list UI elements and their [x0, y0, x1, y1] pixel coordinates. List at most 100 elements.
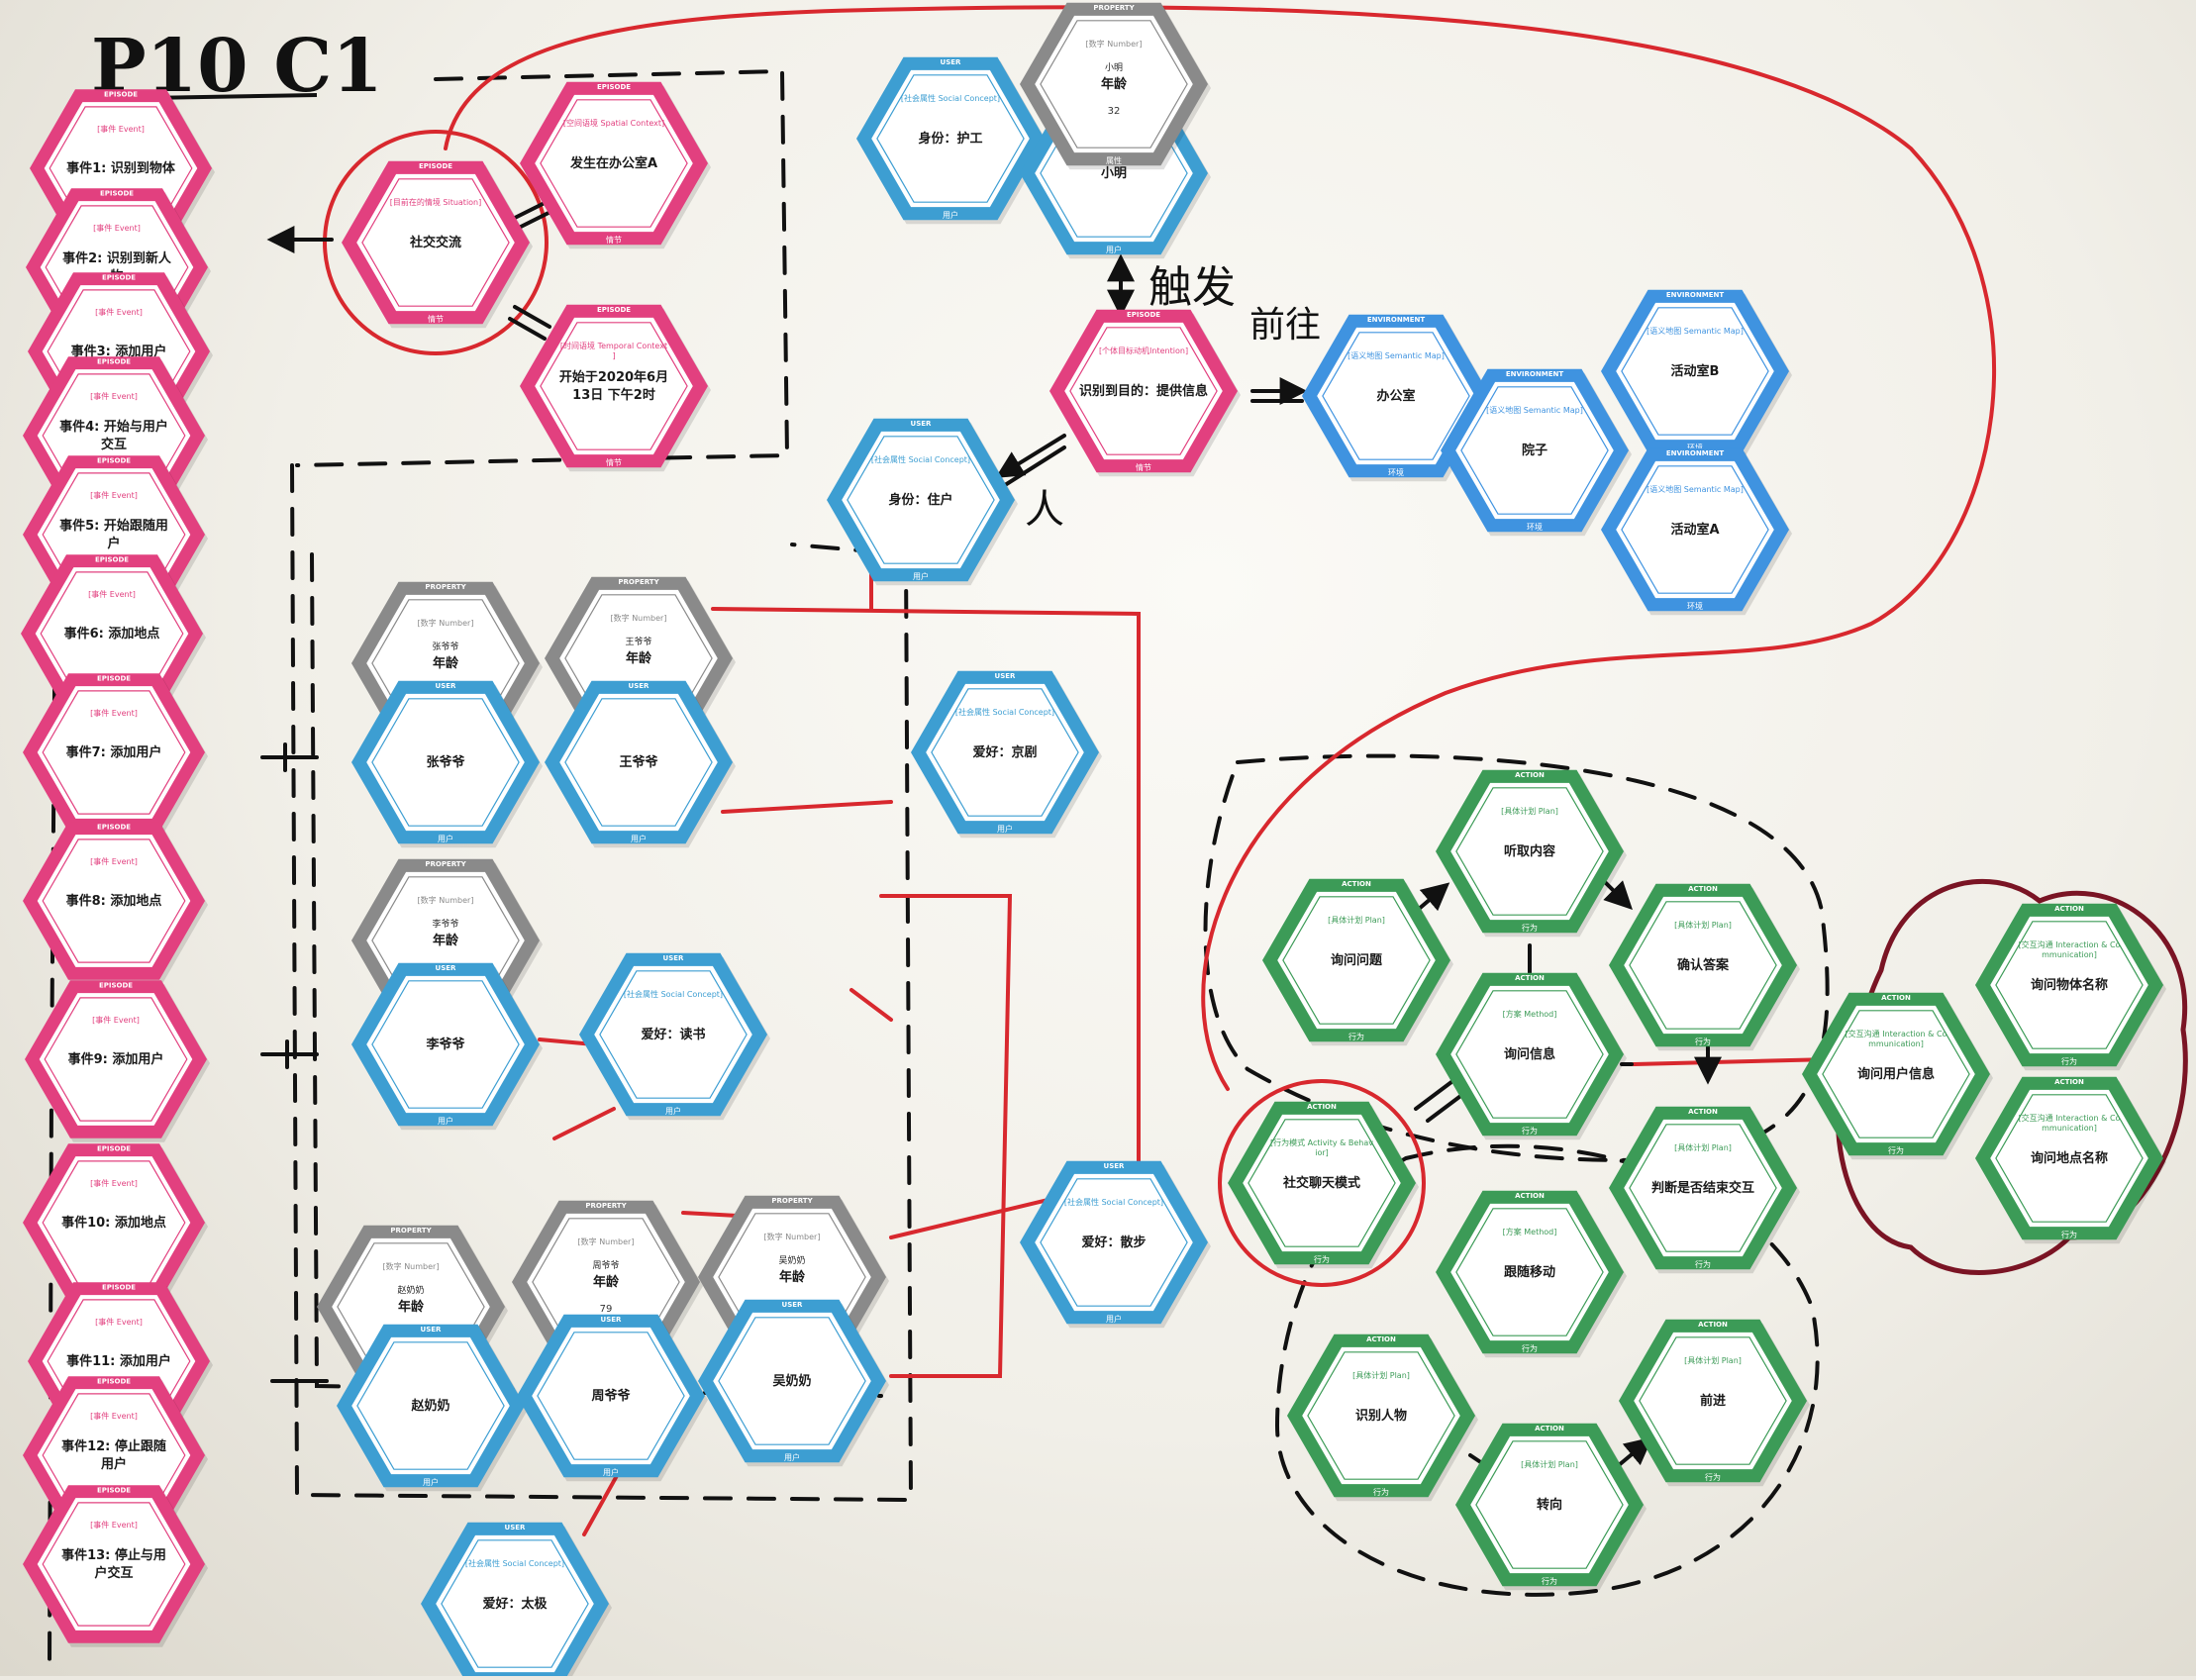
card-title: 事件11: 添加用户: [66, 1353, 171, 1369]
card-inner-border: [1282, 896, 1431, 1025]
card-footer: 行为: [1888, 1145, 1904, 1155]
card-title: 身份：护工: [918, 131, 982, 147]
card-face: [37, 1156, 191, 1289]
card-face: [1624, 1119, 1782, 1257]
card-category: [行为模式 Activity & Behav: [1270, 1137, 1373, 1147]
card-type-label: USER: [421, 1326, 443, 1334]
card-title: 询问用户信息: [1857, 1066, 1935, 1082]
card-category: [事件 Event]: [95, 307, 143, 317]
card-title: 李爷爷: [425, 1037, 465, 1052]
card-category: [具体计划 Plan]: [1352, 1370, 1410, 1380]
card-inner-border: [1621, 307, 1769, 436]
card-title: 年龄: [779, 1269, 806, 1285]
card-footer: 属性: [1106, 155, 1122, 165]
card-category: [具体计划 Plan]: [1501, 806, 1558, 816]
card-owner: 王爷爷: [625, 636, 651, 647]
card-title: 年龄: [433, 655, 459, 671]
card-type-label: ACTION: [1342, 880, 1371, 888]
card-title: 活动室A: [1670, 522, 1719, 538]
card-category: [社会属性 Social Concept]: [871, 454, 970, 464]
card-type-label: USER: [663, 954, 685, 962]
card-inner-border: [44, 997, 188, 1122]
card-category: [语义地图 Semantic Map]: [1647, 326, 1744, 336]
card-face: [37, 1498, 191, 1631]
card-owner: 李爷爷: [432, 918, 458, 930]
card-footer: 行为: [1522, 923, 1538, 933]
card-face: [1243, 1114, 1401, 1252]
card-footer: 环境: [1527, 522, 1543, 532]
card-category: [事件 Event]: [90, 391, 138, 401]
card-type-label: ACTION: [1307, 1103, 1337, 1111]
card-owner: 周爷爷: [592, 1259, 619, 1271]
card-type-label: USER: [782, 1301, 804, 1309]
card-type-label: USER: [505, 1524, 527, 1532]
card-category: [事件 Event]: [93, 223, 141, 233]
card-title: 身份：住户: [888, 492, 952, 508]
card-face: [1990, 1089, 2148, 1228]
card-face: [1455, 381, 1614, 520]
card-category: [具体计划 Plan]: [1674, 1142, 1732, 1152]
card-title: 事件13: 停止与用: [61, 1547, 166, 1563]
card-footer: 情节: [606, 235, 622, 245]
card-title: 户: [107, 536, 120, 551]
card-type-label: PROPERTY: [1093, 4, 1135, 12]
card-category: [数字 Number]: [418, 618, 474, 628]
card-footer: 用户: [784, 1452, 800, 1462]
card-category: [方案 Method]: [1503, 1227, 1557, 1236]
card-title: 办公室: [1376, 388, 1415, 404]
card-category: [语义地图 Semantic Map]: [1647, 484, 1744, 494]
card-title: 事件9: 添加用户: [68, 1051, 164, 1067]
card-category: [具体计划 Plan]: [1684, 1355, 1742, 1365]
card-category: [交互沟通 Interaction & Co: [2019, 1113, 2121, 1123]
card-inner-border: [371, 980, 520, 1109]
card-title: 事件2: 识别到新人: [62, 250, 172, 266]
card-u_taiji: USER[社会属性 Social Concept]爱好：太极用户: [421, 1522, 612, 1680]
card-face: [926, 683, 1084, 822]
card-footer: 用户: [603, 1467, 619, 1477]
card-footer: 情节: [428, 314, 444, 324]
card-footer: 用户: [1106, 1314, 1122, 1324]
card-type-label: ACTION: [2054, 1078, 2084, 1086]
card-type-label: EPISODE: [97, 1486, 131, 1494]
card-type-label: EPISODE: [97, 1377, 131, 1385]
card-title: 社交交流: [409, 235, 461, 250]
card-category: [数字 Number]: [578, 1236, 635, 1246]
card-face: [1470, 1435, 1629, 1574]
card-type-label: USER: [995, 672, 1017, 680]
card-value: 32: [1108, 106, 1121, 117]
card-time: EPISODE[时间语境 Temporal Context]开始于2020年6月…: [520, 304, 711, 472]
card-type-label: PROPERTY: [390, 1227, 432, 1235]
card-type-label: PROPERTY: [425, 583, 466, 591]
card-face: [1317, 327, 1475, 465]
card-face: [1035, 1173, 1193, 1312]
card-title: 用户: [100, 1456, 127, 1472]
card-title: 识别人物: [1355, 1408, 1407, 1424]
card-footer: 用户: [997, 824, 1013, 834]
card-inner-border: [1621, 465, 1769, 594]
card-footer: 用户: [913, 571, 929, 581]
card-type-label: USER: [1104, 1162, 1126, 1170]
card-title: 爱好：太极: [482, 1596, 548, 1612]
card-a_askuser: ACTION[交互沟通 Interaction & Communication]…: [1802, 992, 1993, 1160]
card-title: 小明: [1101, 166, 1127, 181]
card-title: 判断是否结束交互: [1651, 1180, 1754, 1196]
card-inner-border: [540, 322, 688, 450]
card-category: [数字 Number]: [764, 1232, 821, 1241]
card-type-label: USER: [629, 682, 650, 690]
card-inner-border: [1629, 1124, 1777, 1252]
card-type-label: PROPERTY: [585, 1202, 627, 1210]
card-category: [事件 Event]: [92, 1015, 140, 1025]
card-title: 年龄: [433, 933, 459, 948]
card-type-label: ACTION: [1535, 1425, 1564, 1433]
trigger-handwriting: 触发: [1148, 262, 1236, 313]
card-footer: 行为: [1348, 1032, 1364, 1041]
card-inner-border: [1307, 1351, 1455, 1480]
card-footer: 用户: [438, 1116, 453, 1126]
